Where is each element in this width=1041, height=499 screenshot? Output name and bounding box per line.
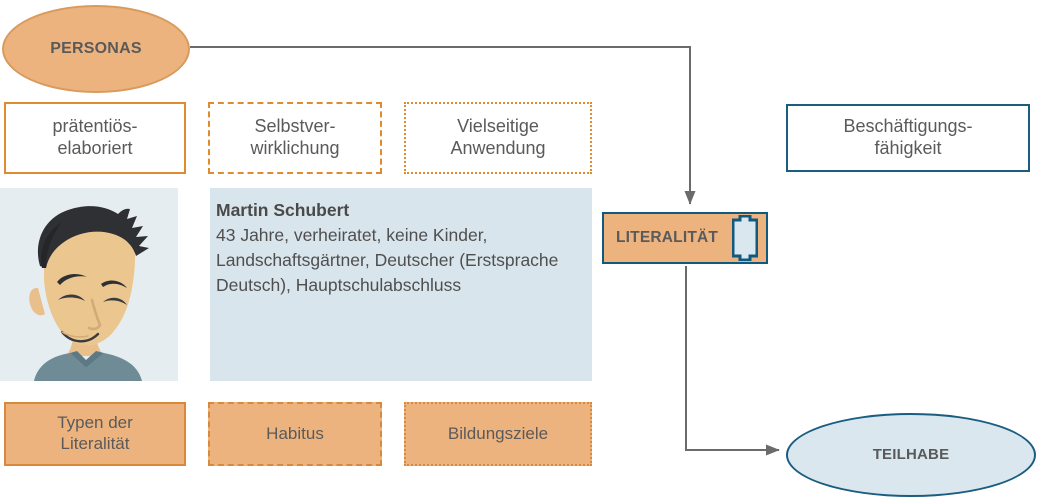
outcome-box-beschaeftigungsfaehigkeit[interactable]: Beschäftigungs-fähigkeit [786, 104, 1030, 172]
literalitaet-label: LITERALITÄT [616, 228, 719, 246]
category-box-label: Habitus [266, 423, 324, 443]
attribute-box-selbstverwirklichung[interactable]: Selbstver-wirklichung [208, 102, 382, 174]
teilhabe-label: TEILHABE [872, 445, 950, 463]
persona-info-panel: Martin Schubert 43 Jahre, verheiratet, k… [210, 188, 592, 381]
connector-literalitaet-to-teilhabe [685, 266, 780, 456]
book-spine-icon [732, 215, 758, 261]
personas-label: PERSONAS [50, 40, 142, 58]
personas-ellipse[interactable]: PERSONAS [2, 5, 190, 93]
persona-name: Martin Schubert [216, 200, 350, 220]
attribute-box-label: prätentiös-elaboriert [52, 116, 138, 158]
attribute-box-label: Selbstver-wirklichung [250, 116, 340, 158]
category-box-bildungsziele[interactable]: Bildungsziele [404, 402, 592, 466]
persona-avatar [0, 188, 178, 381]
literalitaet-box[interactable]: LITERALITÄT [602, 212, 768, 264]
avatar-male-portrait-icon [0, 188, 178, 381]
category-box-label: Bildungsziele [447, 423, 549, 443]
attribute-box-praetentioes-elaboriert[interactable]: prätentiös-elaboriert [4, 102, 186, 174]
teilhabe-ellipse[interactable]: TEILHABE [786, 413, 1036, 497]
outcome-box-label: Beschäftigungs-fähigkeit [843, 116, 973, 158]
persona-details: 43 Jahre, verheiratet, keine Kinder, Lan… [216, 224, 559, 295]
category-box-habitus[interactable]: Habitus [208, 402, 382, 466]
